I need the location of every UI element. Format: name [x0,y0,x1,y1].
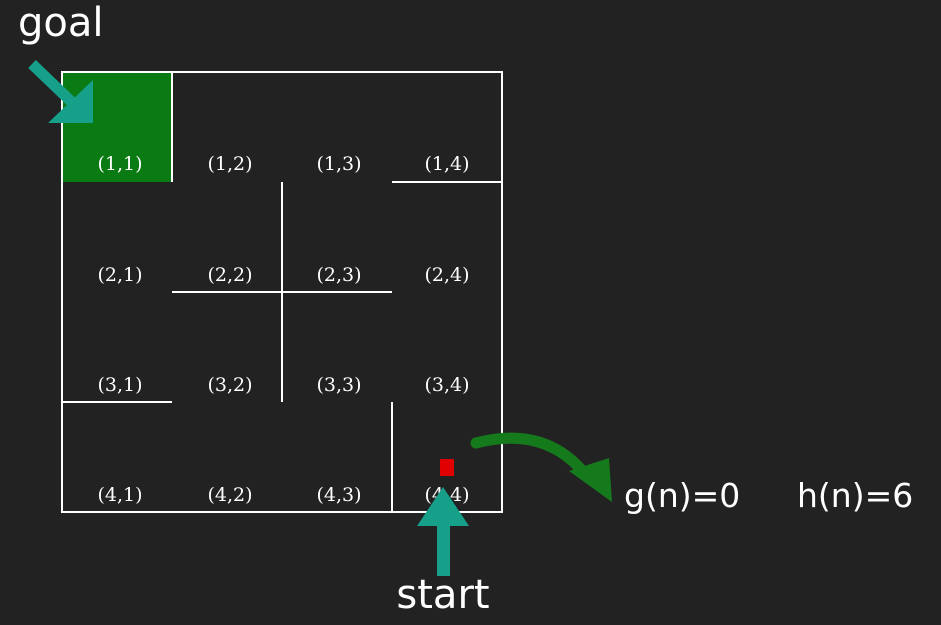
cell-label: (3,2) [207,374,252,396]
agent-marker [440,459,454,476]
cell-label: (1,1) [97,153,142,175]
g-cost-label: g(n)=0 [624,476,740,515]
cell-label: (2,4) [424,264,469,286]
cell-label: (4,1) [97,484,142,506]
start-label: start [396,572,489,618]
cell-label: (4,2) [207,484,252,506]
cell-label: (3,1) [97,374,142,396]
cell-label: (1,2) [207,153,252,175]
cell-label: (2,3) [316,264,361,286]
cell-label: (1,4) [424,153,469,175]
h-cost-label: h(n)=6 [797,476,913,515]
start-arrow-icon [417,487,469,576]
grid-border [61,71,503,513]
cell-label: (2,1) [97,264,142,286]
cell-label: (3,3) [316,374,361,396]
cell-label: (3,4) [424,374,469,396]
cell-labels: (1,1) (1,2) (1,3) (1,4) (2,1) (2,2) (2,3… [97,153,469,506]
maze-walls [62,72,502,512]
cell-label: (4,3) [316,484,361,506]
cell-label: (1,3) [316,153,361,175]
cell-label: (2,2) [207,264,252,286]
goal-cell-fill [63,72,173,182]
goal-arrow-icon [28,60,93,123]
goal-label: goal [18,0,104,46]
curved-arrow-icon [470,432,612,502]
